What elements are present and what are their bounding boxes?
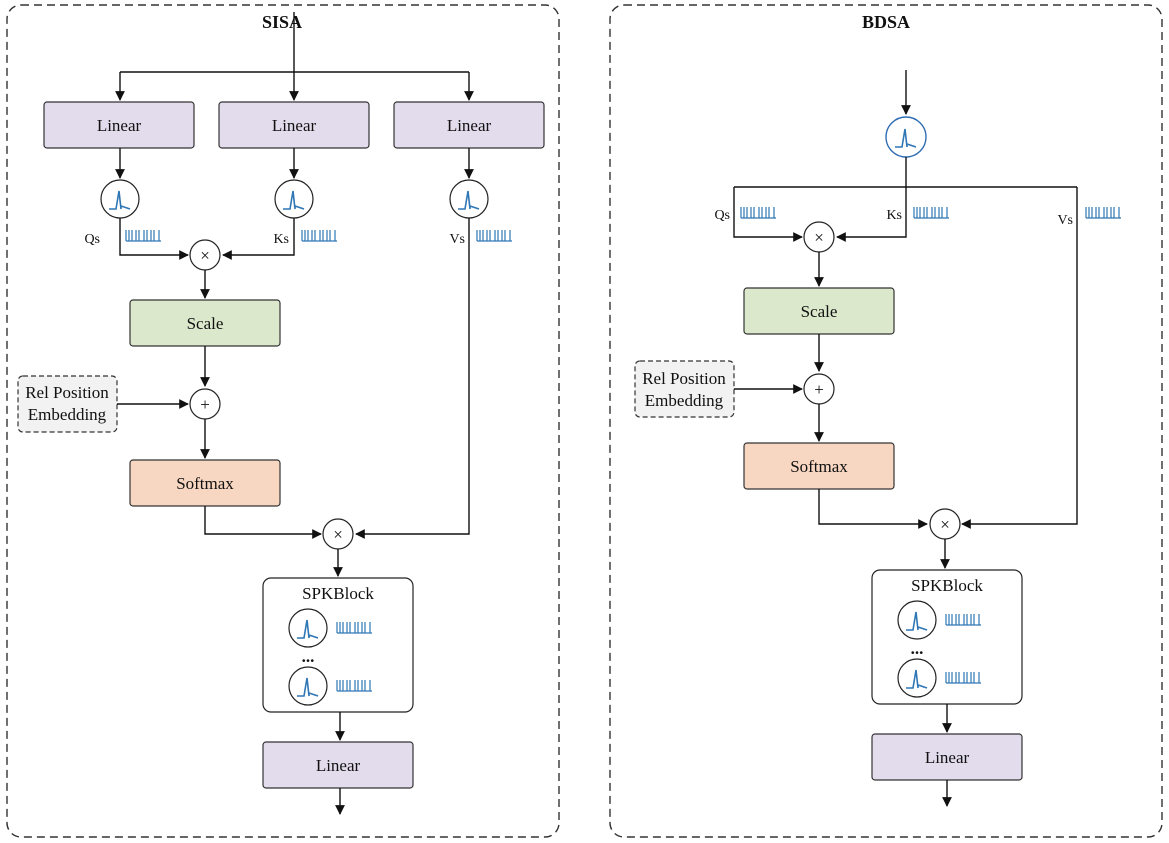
bdsa-panel: BDSA Qs Ks Vs × Scale <box>609 4 1163 838</box>
sisa-multiply-icon: × <box>189 239 221 271</box>
bdsa-panel-border <box>609 4 1163 838</box>
sisa-add-icon: + <box>189 388 221 420</box>
sisa-q-neuron-icon <box>100 179 140 219</box>
sisa-spk-neuron2-icon <box>288 666 328 706</box>
sisa-linear-q: Linear <box>43 101 195 149</box>
bdsa-output-linear: Linear <box>871 733 1023 781</box>
sisa-spk-neuron1-icon <box>288 608 328 648</box>
sisa-spkblock-label: SPKBlock <box>302 584 374 603</box>
bdsa-title: BDSA <box>862 12 910 32</box>
sisa-v-neuron-icon <box>449 179 489 219</box>
svg-text:+: + <box>200 395 210 414</box>
sisa-softmax-label: Softmax <box>176 474 234 493</box>
bdsa-multiply2-icon: × <box>929 508 961 540</box>
bdsa-rel-position-line2: Embedding <box>645 391 724 410</box>
bdsa-spkblock: SPKBlock ... <box>871 569 1023 705</box>
bdsa-k-to-mult <box>836 187 907 242</box>
bdsa-softmax-box: Softmax <box>743 442 895 490</box>
bdsa-vs-spike-train-icon <box>1085 206 1122 219</box>
bdsa-vs-label: Vs <box>1057 213 1073 228</box>
sisa-vs-spike-train-icon <box>476 229 513 242</box>
sisa-scale-box: Scale <box>129 299 281 347</box>
sisa-qs-spike-train-icon <box>125 229 162 242</box>
sisa-title: SISA <box>262 12 302 32</box>
bdsa-scale-box: Scale <box>743 287 895 335</box>
sisa-k-neuron-icon <box>274 179 314 219</box>
sisa-output-linear-label: Linear <box>316 756 361 775</box>
sisa-panel: SISA Linear Linear Linear <box>6 4 560 838</box>
sisa-k-to-mult <box>222 218 295 260</box>
sisa-v-to-mult <box>355 218 470 539</box>
bdsa-softmax-to-mult <box>818 489 928 529</box>
svg-text:×: × <box>333 525 343 544</box>
sisa-ks-spike-train-icon <box>301 229 338 242</box>
sisa-softmax-box: Softmax <box>129 459 281 507</box>
sisa-vs-label: Vs <box>449 232 465 247</box>
bdsa-q-to-mult <box>733 187 803 242</box>
svg-text:×: × <box>200 246 210 265</box>
sisa-output-linear: Linear <box>262 741 414 789</box>
bdsa-scale-label: Scale <box>801 302 838 321</box>
bdsa-spk-ellipsis: ... <box>911 639 924 658</box>
sisa-ks-label: Ks <box>273 232 289 247</box>
bdsa-qs-label: Qs <box>714 208 730 223</box>
sisa-rel-position-line2: Embedding <box>28 405 107 424</box>
sisa-spk-ellipsis: ... <box>302 647 315 666</box>
sisa-softmax-to-mult <box>204 506 322 539</box>
sisa-linear-k: Linear <box>218 101 370 149</box>
bdsa-spk-neuron1-icon <box>897 600 937 640</box>
bdsa-rel-position-line1: Rel Position <box>642 369 726 388</box>
svg-text:+: + <box>814 380 824 399</box>
bdsa-rel-position-box: Rel Position Embedding <box>634 360 735 418</box>
bdsa-spk-neuron2-icon <box>897 658 937 698</box>
sisa-scale-label: Scale <box>187 314 224 333</box>
bdsa-input-neuron-icon <box>885 116 927 158</box>
sisa-qs-label: Qs <box>84 232 100 247</box>
bdsa-qs-spike-train-icon <box>740 206 777 219</box>
bdsa-output-linear-label: Linear <box>925 748 970 767</box>
svg-text:×: × <box>940 515 950 534</box>
sisa-spkblock: SPKBlock ... <box>262 577 414 713</box>
sisa-rel-position-box: Rel Position Embedding <box>17 375 118 433</box>
sisa-linear-v: Linear <box>393 101 545 149</box>
bdsa-v-to-mult <box>961 187 1078 529</box>
bdsa-add-icon: + <box>803 373 835 405</box>
bdsa-softmax-label: Softmax <box>790 457 848 476</box>
sisa-rel-position-line1: Rel Position <box>25 383 109 402</box>
sisa-linear-k-label: Linear <box>272 116 317 135</box>
bdsa-ks-spike-train-icon <box>913 206 950 219</box>
bdsa-multiply-icon: × <box>803 221 835 253</box>
sisa-linear-v-label: Linear <box>447 116 492 135</box>
sisa-q-to-mult <box>119 218 189 260</box>
bdsa-ks-label: Ks <box>886 208 902 223</box>
sisa-panel-border <box>6 4 560 838</box>
sisa-linear-q-label: Linear <box>97 116 142 135</box>
sisa-multiply2-icon: × <box>322 518 354 550</box>
bdsa-spkblock-label: SPKBlock <box>911 576 983 595</box>
svg-text:×: × <box>814 228 824 247</box>
